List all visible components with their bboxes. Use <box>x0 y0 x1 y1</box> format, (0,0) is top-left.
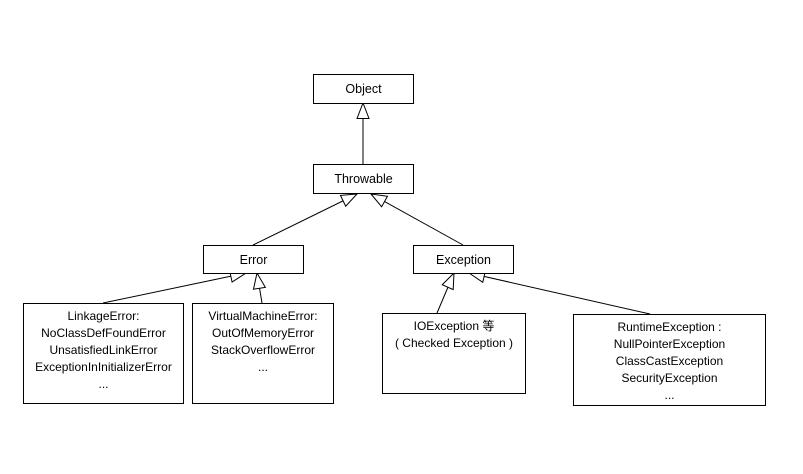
node-throwable-label: Throwable <box>334 172 393 186</box>
node-linkage-error-line: LinkageError: <box>67 309 140 323</box>
hollow-triangle-arrowhead <box>252 271 267 290</box>
node-virtual-machine-error-line: ... <box>257 360 268 374</box>
node-io-exception-line: IOException 等 <box>413 319 495 333</box>
node-linkage-error: LinkageError: NoClassDefFoundError Unsat… <box>23 303 184 404</box>
node-runtime-exception-line: ClassCastException <box>615 354 724 368</box>
node-exception-label: Exception <box>436 252 491 267</box>
edge-throwable-to-object <box>356 101 370 164</box>
edge-error-to-throwable <box>252 193 359 246</box>
node-runtime-exception-line: RuntimeException : <box>617 320 722 334</box>
node-error-label: Error <box>239 252 268 267</box>
node-io-exception-line: ( Checked Exception ) <box>394 336 514 350</box>
node-virtual-machine-error-line: OutOfMemoryError <box>211 326 314 340</box>
node-virtual-machine-error-line: VirtualMachineError: <box>208 309 318 323</box>
node-runtime-exception-line: NullPointerException <box>613 337 726 351</box>
node-object: Object <box>313 74 414 104</box>
node-linkage-error-line: UnsatisfiedLinkError <box>49 343 158 357</box>
node-object-label: Object <box>345 82 382 96</box>
node-exception: Exception <box>413 245 514 274</box>
node-runtime-exception-line: ... <box>664 388 675 402</box>
node-linkage-error-line: NoClassDefFoundError <box>41 326 166 340</box>
node-linkage-error-line: ... <box>98 377 109 391</box>
node-error: Error <box>203 245 304 274</box>
edge-virtualmachineerror-to-error <box>252 271 267 304</box>
node-linkage-error-line: ExceptionInInitializerError <box>35 360 172 374</box>
edge-ioexception-to-exception <box>436 271 455 314</box>
node-runtime-exception: RuntimeException : NullPointerException … <box>573 314 766 406</box>
node-throwable: Throwable <box>313 164 414 194</box>
node-runtime-exception-line: SecurityException <box>621 371 718 385</box>
node-virtual-machine-error-line: StackOverflowError <box>210 343 316 357</box>
node-virtual-machine-error: VirtualMachineError: OutOfMemoryError St… <box>192 303 334 404</box>
node-io-exception: IOException 等 ( Checked Exception ) <box>382 313 526 394</box>
edge-exception-to-throwable <box>369 193 464 246</box>
hollow-triangle-arrowhead <box>356 101 370 119</box>
edge-runtimeexception-to-exception <box>467 270 651 315</box>
